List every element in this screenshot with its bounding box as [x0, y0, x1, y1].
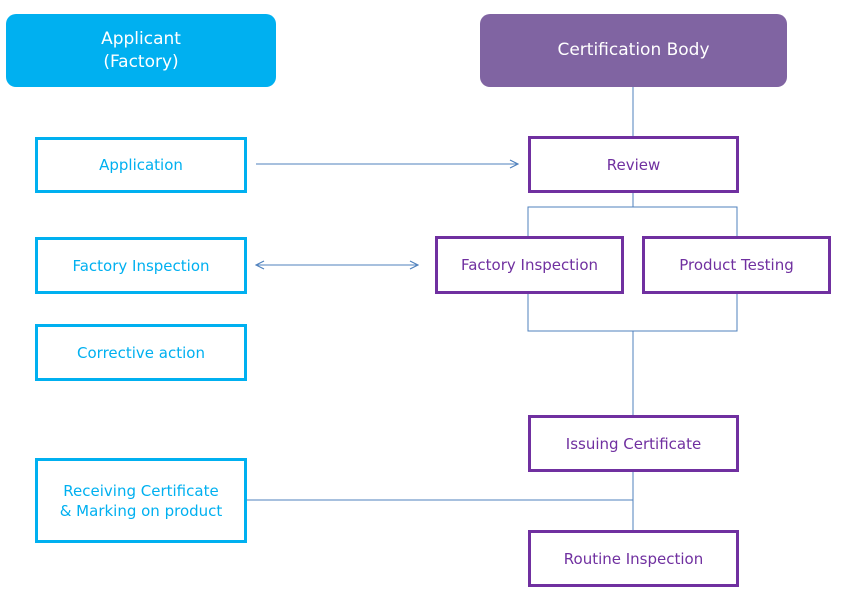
step-issuing-certificate: Issuing Certificate	[528, 415, 739, 472]
step-factory-inspection-cb: Factory Inspection	[435, 236, 624, 294]
step-receiving-certificate: Receiving Certificate & Marking on produ…	[35, 458, 247, 543]
step-corrective-action: Corrective action	[35, 324, 247, 381]
connector-bottom-bracket	[527, 294, 738, 332]
header-certification-body: Certification Body	[480, 14, 787, 87]
header-applicant: Applicant (Factory)	[6, 14, 276, 87]
step-review: Review	[528, 136, 739, 193]
step-factory-inspection-applicant: Factory Inspection	[35, 237, 247, 294]
step-application: Application	[35, 137, 247, 193]
connector-top-bracket	[527, 206, 738, 236]
step-product-testing: Product Testing	[642, 236, 831, 294]
step-routine-inspection: Routine Inspection	[528, 530, 739, 587]
